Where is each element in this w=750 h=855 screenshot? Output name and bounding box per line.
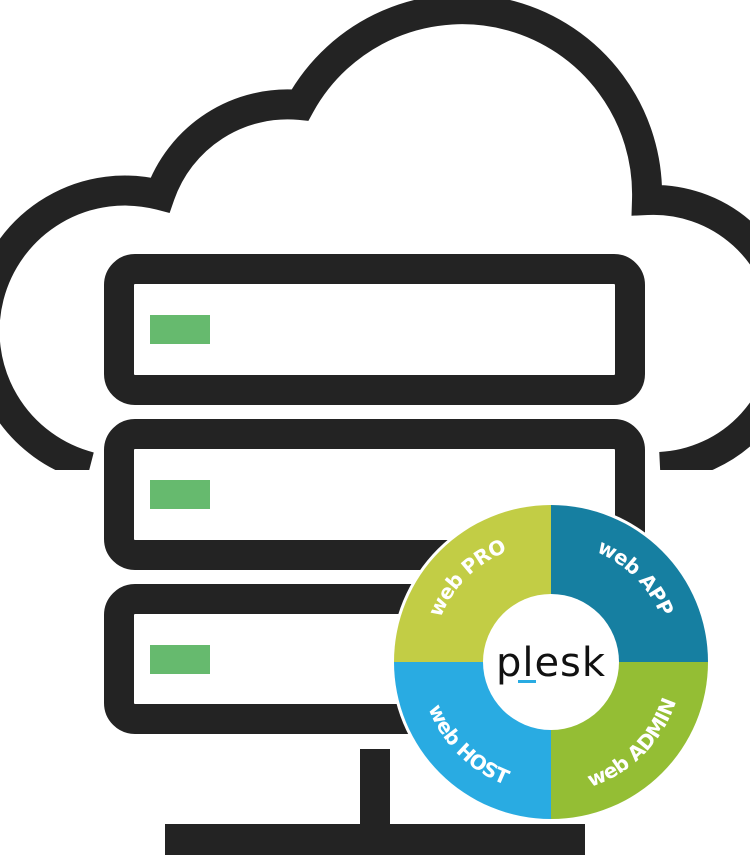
plesk-badge: web PRO web APP web ADMIN web HOST plesk xyxy=(391,502,711,822)
stand-base xyxy=(165,824,585,855)
plesk-logo: plesk xyxy=(496,640,606,686)
status-indicator xyxy=(150,645,210,674)
server-unit xyxy=(104,254,645,405)
plesk-logo-underline xyxy=(518,680,536,683)
cloud-icon xyxy=(0,0,750,470)
server-unit xyxy=(104,419,645,570)
badge-center xyxy=(483,594,619,730)
stand-post xyxy=(360,749,390,829)
cloud-outline xyxy=(0,0,750,470)
status-indicator xyxy=(150,480,210,509)
status-indicator xyxy=(150,315,210,344)
